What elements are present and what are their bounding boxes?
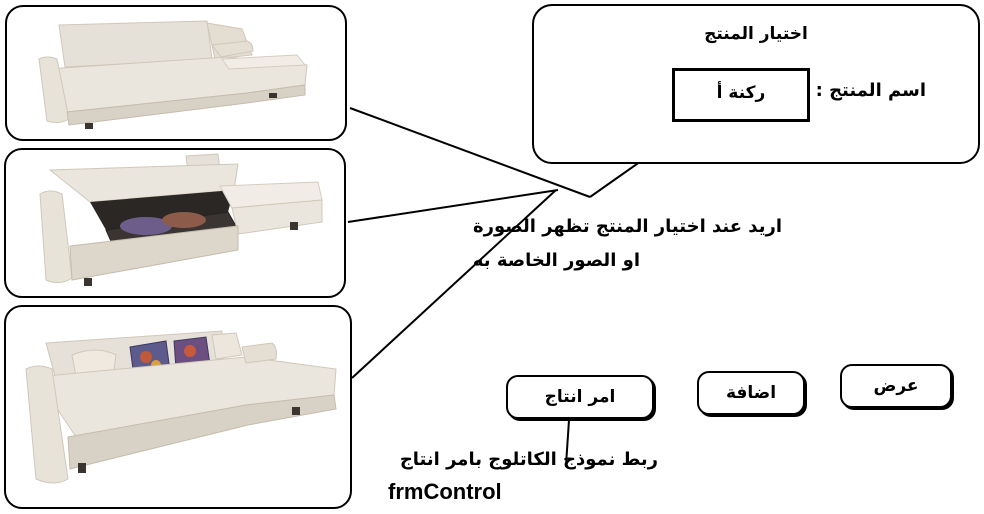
- sofa-with-cushions-image: [25, 330, 337, 484]
- product-name-label: اسم المنتج :: [815, 80, 926, 101]
- production-order-button[interactable]: امر انتاج: [506, 375, 654, 419]
- product-image-1[interactable]: [5, 5, 347, 141]
- product-image-3[interactable]: [4, 305, 352, 509]
- panel-title: اختيار المنتج: [704, 24, 808, 44]
- product-name-field[interactable]: ركنة أ: [672, 68, 810, 122]
- product-image-2[interactable]: [4, 148, 346, 298]
- add-button[interactable]: اضافة: [697, 371, 805, 415]
- requirement-note-line-2: او الصور الخاصة به: [472, 250, 640, 271]
- product-selection-panel: اختيار المنتج اسم المنتج : ركنة أ: [532, 4, 980, 164]
- sofa-image: [38, 20, 308, 129]
- form-name-text: frmControl: [388, 479, 502, 504]
- sofa-storage-open-image: [39, 153, 323, 286]
- link-note-text: ربط نموذج الكاتلوج بامر انتاج: [399, 449, 658, 470]
- view-button[interactable]: عرض: [840, 364, 952, 408]
- requirement-note-line-1: اريد عند اختيار المنتج تظهر الصورة: [473, 216, 782, 237]
